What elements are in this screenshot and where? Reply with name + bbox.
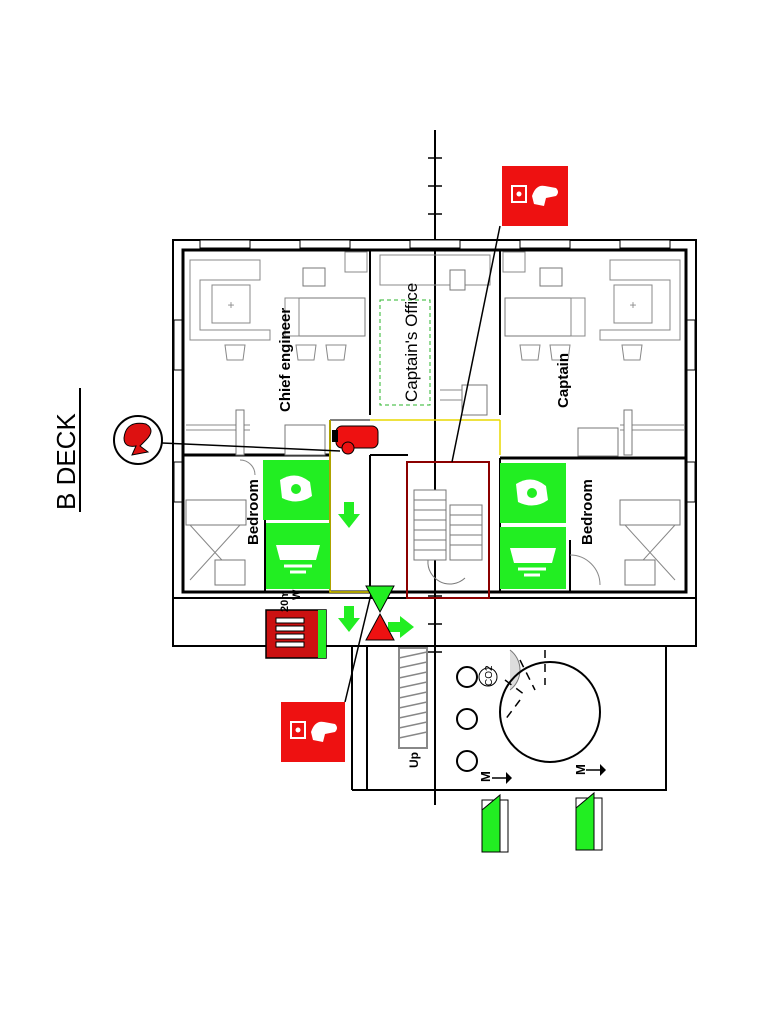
svg-text:+: + <box>629 298 636 312</box>
fire-hose-reel-icon: 20m W <box>265 589 327 659</box>
fire-detector-icon <box>113 415 341 465</box>
emergency-exit-arrow-icon <box>338 502 414 638</box>
room-label-bedroom-left: Bedroom <box>245 479 262 545</box>
fire-hose-sublabel: W <box>291 589 303 600</box>
eyewash-icon <box>266 523 330 589</box>
bedroom-furniture <box>185 459 681 586</box>
stair-shaft <box>406 461 490 599</box>
room-label-chief-engineer: Chief engineer <box>277 308 294 412</box>
ship-centerline <box>428 130 442 805</box>
eyewash-icon <box>500 527 566 589</box>
svg-text:+: + <box>227 298 234 312</box>
safety-shower-icon <box>263 460 329 520</box>
room-label-captains-office: Captain's Office <box>402 283 421 402</box>
fire-hose-label: 20m <box>279 590 291 612</box>
captains-office-furniture <box>379 254 491 416</box>
captain-furniture: + <box>502 251 684 457</box>
co2-label: CO2 <box>484 665 495 686</box>
lower-section: Up CO2 M M <box>351 645 667 791</box>
deck-title-group: B DECK <box>51 388 81 512</box>
motor-label-2: M <box>573 764 588 775</box>
fire-extinguisher-icon <box>332 425 379 455</box>
stair-up-label: Up <box>407 752 421 768</box>
exit-door-icon <box>481 793 509 853</box>
room-label-captain: Captain <box>555 353 572 408</box>
fire-alarm-push-button-icon <box>451 166 568 463</box>
motor-label-1: M <box>478 771 493 782</box>
corridor-outline <box>329 419 501 593</box>
fire-alarm-push-button-icon <box>281 589 373 762</box>
chief-engineer-furniture: + <box>186 251 368 456</box>
exit-door-icon <box>575 791 603 851</box>
room-label-bedroom-right: Bedroom <box>579 479 596 545</box>
deck-title: B DECK <box>51 413 81 510</box>
fire-damper-icon <box>365 585 395 641</box>
safety-shower-icon <box>500 463 566 523</box>
